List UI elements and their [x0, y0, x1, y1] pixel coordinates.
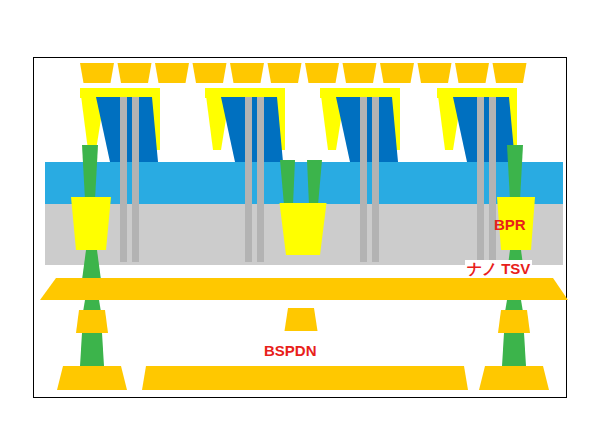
top-metal-pad [193, 63, 227, 83]
nanosheet-fin [372, 97, 379, 262]
nanosheet-fin [120, 97, 127, 262]
frame [34, 58, 567, 398]
top-metal-pad [230, 63, 264, 83]
nanosheet-fin [132, 97, 139, 262]
nano-tsv [82, 250, 101, 280]
nanosheet-fin [489, 97, 496, 262]
nanosheet-fin [245, 97, 252, 262]
top-metal-pad [380, 63, 414, 83]
nanosheet-fin [477, 97, 484, 262]
backside-metal-layer [40, 278, 568, 300]
via [80, 333, 104, 366]
top-metal-pad [80, 63, 114, 83]
backside-bottom-pad [57, 366, 127, 390]
buried-power-rail [71, 197, 111, 250]
top-metal-pad [118, 63, 152, 83]
top-metal-pad [493, 63, 527, 83]
top-metal-pad [343, 63, 377, 83]
via [507, 145, 523, 200]
via [502, 333, 526, 366]
backside-pad [76, 310, 108, 333]
nanosheet-fin [360, 97, 367, 262]
backside-bottom-pad [479, 366, 549, 390]
nanosheet-fin [257, 97, 264, 262]
buried-power-rail [280, 203, 327, 255]
part-label: BSPDN [262, 342, 319, 360]
part-label: BPR [492, 216, 528, 234]
top-metal-pad [418, 63, 452, 83]
top-metal-pad [305, 63, 339, 83]
via [307, 160, 322, 205]
top-metal-pad [155, 63, 189, 83]
top-metal-pad [268, 63, 302, 83]
via [280, 160, 295, 205]
backside-pad [498, 310, 530, 333]
via [82, 145, 98, 200]
part-label: ナノ TSV [465, 260, 532, 278]
top-metal-pad [455, 63, 489, 83]
backside-pad [285, 308, 318, 331]
backside-power-plane [142, 366, 468, 390]
